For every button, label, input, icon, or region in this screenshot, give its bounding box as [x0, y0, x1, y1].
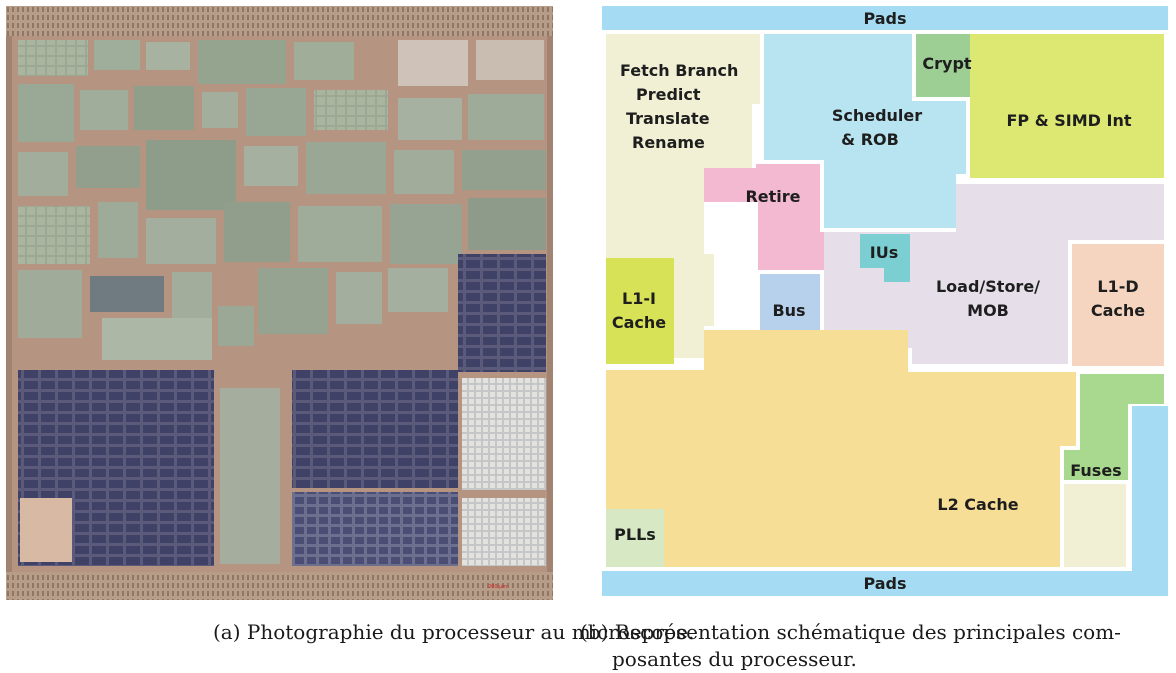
retire-label: Retire: [745, 187, 800, 206]
pads-bottom-label: Pads: [863, 574, 906, 593]
fuses-block: [1064, 374, 1164, 480]
bus-label: Bus: [772, 301, 805, 320]
l1d-block: [1072, 244, 1164, 366]
crypt-label: Crypt: [922, 54, 972, 73]
die-photograph: 200 µm: [6, 6, 553, 600]
die-photo-drawing: 200 µm: [6, 6, 553, 600]
scheduler-block: [764, 34, 966, 228]
scheduler-label-line1: Scheduler: [832, 106, 922, 125]
l1d-label-line2: Cache: [1091, 301, 1145, 320]
spare-block: [1064, 484, 1126, 567]
retire-block: [704, 164, 824, 270]
l2-block: [606, 330, 1076, 567]
pads-right-strip: [1132, 406, 1168, 571]
pads-top-block: [602, 6, 1168, 30]
pads-bottom-block: [602, 571, 1168, 596]
l1i-block: [606, 258, 674, 364]
l1i-label-line1: L1-I: [622, 289, 656, 308]
caption-b: (b) Représentation schématique des princ…: [580, 619, 1170, 673]
fuses-label: Fuses: [1070, 461, 1121, 480]
load-store-block: [824, 184, 1164, 364]
load-store-label-line2: MOB: [967, 301, 1009, 320]
scheduler-label-line2: & ROB: [841, 130, 899, 149]
fetch-label-line1: Fetch Branch: [620, 61, 738, 80]
fetch-label-line4: Rename: [632, 133, 705, 152]
caption-b-line1: (b) Représentation schématique des princ…: [580, 620, 1121, 644]
fetch-label-line3: Translate: [626, 109, 710, 128]
load-store-label-line1: Load/Store/: [936, 277, 1040, 296]
pads-top-label: Pads: [863, 9, 906, 28]
l2-label: L2 Cache: [937, 495, 1018, 514]
ius-block: [860, 234, 910, 282]
schematic-drawing: Pads Pads Fetch Branch Predict Translate…: [602, 6, 1168, 596]
caption-b-line2: posantes du processeur.: [612, 647, 857, 671]
scale-bar-label: 200 µm: [488, 584, 507, 590]
fp-simd-block: [970, 34, 1164, 178]
l1i-label-line2: Cache: [612, 313, 666, 332]
plls-label: PLLs: [614, 525, 656, 544]
die-schematic: Pads Pads Fetch Branch Predict Translate…: [602, 6, 1168, 596]
l1d-label-line1: L1-D: [1097, 277, 1138, 296]
crypt-block: [916, 34, 978, 97]
fp-simd-label: FP & SIMD Int: [1007, 111, 1132, 130]
ius-label: IUs: [870, 243, 898, 262]
plls-block: [606, 509, 664, 567]
caption-a: (a) Photographie du processeur au micros…: [213, 620, 695, 644]
fetch-label-line2: Predict: [636, 85, 701, 104]
